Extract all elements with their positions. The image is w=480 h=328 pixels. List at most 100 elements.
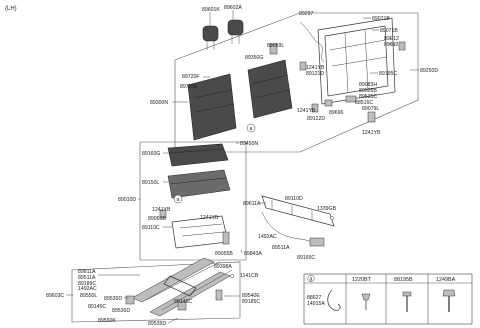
seatback-cushion-left-seams — [193, 89, 235, 113]
seatback-wire — [299, 21, 325, 63]
label-89535D-b: 89535D — [148, 321, 166, 327]
screw-88195B-icon — [402, 291, 412, 312]
corner-label: (LH) — [5, 6, 17, 12]
seat-rail-harness — [261, 195, 335, 247]
label-89602A: 89602A — [224, 5, 242, 11]
part-89059L — [269, 43, 278, 55]
part-89696 — [324, 99, 333, 107]
label-89110C: 89110C — [142, 225, 160, 231]
label-89511A-top: 89511A — [272, 245, 290, 251]
headrest-right — [227, 19, 244, 44]
callout-a-lower-text: a — [177, 197, 180, 203]
label-89185C: 89185C — [242, 299, 260, 305]
label-89297: 89297 — [299, 11, 314, 17]
label-89121D: 89121D — [306, 71, 324, 77]
label-89601K: 89601K — [202, 7, 220, 13]
callout-a-lower — [173, 194, 183, 204]
label-89540E: 89540E — [242, 293, 260, 299]
label-1241YB-a: 1241YB — [306, 65, 325, 71]
bolt-1339GB — [330, 216, 334, 220]
legend-table: a 1220BT 88195B 1249BA 88627 14915A — [303, 273, 473, 325]
label-89612: 89612 — [384, 42, 399, 48]
label-89E12: 89E12 — [384, 36, 399, 42]
track-group-box — [71, 261, 241, 323]
legend-code-88627: 88627 — [307, 295, 322, 301]
label-89603C: 89603C — [46, 293, 64, 299]
label-89250D: 89250D — [420, 68, 438, 74]
label-89550K: 89550K — [98, 318, 116, 324]
part-89055B — [222, 231, 230, 245]
seatback-cushion-right-seams — [251, 74, 291, 99]
label-89110D: 89110D — [285, 196, 303, 202]
label-89083H: 89083H — [359, 82, 377, 88]
part-89122D — [311, 103, 319, 113]
callout-a-upper-text: a — [250, 126, 253, 132]
legend-key-circle — [307, 275, 315, 282]
label-89511A: 89511A — [78, 275, 96, 281]
part-89079L — [367, 111, 376, 123]
part-89165C — [309, 237, 325, 247]
label-89189C: 89189C — [78, 281, 96, 287]
label-89055B: 89055B — [215, 251, 233, 257]
hook-clip-icon — [327, 289, 341, 311]
label-89696: 89696 — [329, 110, 344, 116]
bolt-1141CB — [230, 274, 234, 278]
seat-cushion-top — [167, 143, 229, 167]
seatback-frame — [317, 17, 396, 105]
label-89195C: 89195C — [379, 71, 397, 77]
label-89505B: 89505B — [359, 88, 377, 94]
label-89536D: 89536D — [112, 308, 130, 314]
seat-cushion-pad — [167, 169, 231, 199]
label-1141CB: 1141CB — [240, 273, 259, 279]
label-89010D: 89010D — [118, 197, 136, 203]
cushion-group-box — [139, 141, 247, 261]
label-89145C: 89145C — [88, 304, 106, 310]
label-1241YB-c: 1241YB — [362, 130, 381, 136]
label-89535D-a: 89535D — [104, 296, 122, 302]
label-89300N: 89300N — [150, 100, 168, 106]
label-89550L: 89550L — [80, 293, 97, 299]
label-89350G: 89350G — [245, 55, 263, 61]
label-89843A: 89843A — [244, 251, 262, 257]
legend-col-2: 88195B — [394, 277, 413, 283]
label-89535C: 89535C — [359, 94, 377, 100]
part-89195C — [398, 41, 406, 51]
label-1241YB-e: 1241YB — [200, 215, 219, 221]
label-89146C: 89146C — [174, 299, 192, 305]
label-89071B-2: 89071B — [380, 28, 398, 34]
legend-col-3: 1249BA — [436, 277, 456, 283]
part-88516C — [345, 95, 357, 103]
label-89611A: 89611A — [243, 201, 261, 207]
label-1492AC: 1492AC — [258, 234, 277, 240]
label-89150L: 89150L — [142, 180, 159, 186]
legend-code-14915A: 14915A — [307, 301, 325, 307]
legend-col-1: 1220BT — [352, 277, 372, 283]
part-89065B — [159, 209, 167, 219]
bolt-1249BA-icon — [442, 289, 456, 312]
label-89165C: 89165C — [297, 255, 315, 261]
label-89059L: 89059L — [267, 43, 284, 49]
seatback-cushion-left — [187, 73, 237, 141]
label-88516C: 88516C — [355, 100, 373, 106]
label-89079L: 89079L — [362, 106, 379, 112]
clip-1220BT-icon — [361, 293, 371, 310]
label-1241YB-b: 1241YB — [297, 108, 316, 114]
headrest-left — [202, 25, 219, 50]
label-1492AC-b: 1492AC — [78, 286, 97, 292]
legend-key: a — [310, 277, 313, 283]
label-89720F: 89720F — [182, 74, 200, 80]
part-89121D — [299, 61, 307, 71]
label-89122D: 89122D — [307, 116, 325, 122]
label-89160G: 89160G — [142, 151, 160, 157]
label-89065B: 89065B — [148, 216, 166, 222]
seatback-cushion-right — [247, 59, 293, 119]
label-89720E: 89720E — [180, 84, 198, 90]
label-89071B-1: 89071B — [372, 16, 390, 22]
label-89811A: 89811A — [78, 269, 96, 275]
label-1241YB-d: 1241YB — [152, 207, 171, 213]
label-1339GB: 1339GB — [317, 206, 337, 212]
seat-track-frame — [125, 257, 233, 317]
callout-a-upper — [246, 123, 256, 133]
